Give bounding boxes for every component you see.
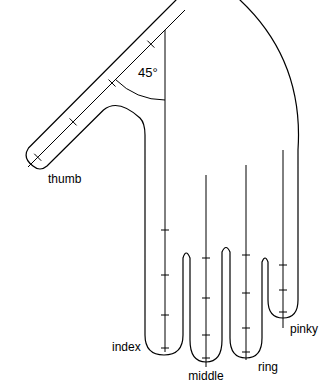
tick-mark: [147, 41, 154, 48]
middle-axis: [206, 175, 207, 367]
tick-mark: [161, 348, 169, 349]
tick-mark: [242, 328, 250, 329]
ring-axis: [246, 165, 247, 360]
thumb-axis: [28, 10, 185, 167]
tick-mark: [202, 298, 210, 299]
tick-mark: [202, 358, 210, 359]
hand-outline: [26, 0, 298, 362]
tick-mark: [242, 255, 250, 256]
tick-mark: [279, 290, 287, 291]
tick-mark: [279, 265, 287, 266]
index-axis: [165, 30, 166, 352]
finger-label: index: [112, 340, 141, 354]
pinky-axis: [283, 150, 284, 328]
angle-arc: [116, 80, 166, 101]
tick-mark: [161, 315, 169, 316]
finger-label: thumb: [48, 172, 81, 186]
angle-label: 45°: [138, 66, 158, 80]
tick-mark: [202, 335, 210, 336]
finger-label: pinky: [290, 322, 318, 336]
tick-mark: [108, 80, 115, 87]
tick-mark: [161, 275, 169, 276]
tick-mark: [202, 258, 210, 259]
tick-mark: [34, 154, 41, 161]
finger-label: middle: [188, 369, 223, 383]
tick-mark: [242, 293, 250, 294]
tick-mark: [242, 352, 250, 353]
tick-mark: [161, 230, 169, 231]
finger-label: ring: [258, 360, 278, 374]
tick-mark: [70, 118, 77, 125]
tick-mark: [279, 312, 287, 313]
